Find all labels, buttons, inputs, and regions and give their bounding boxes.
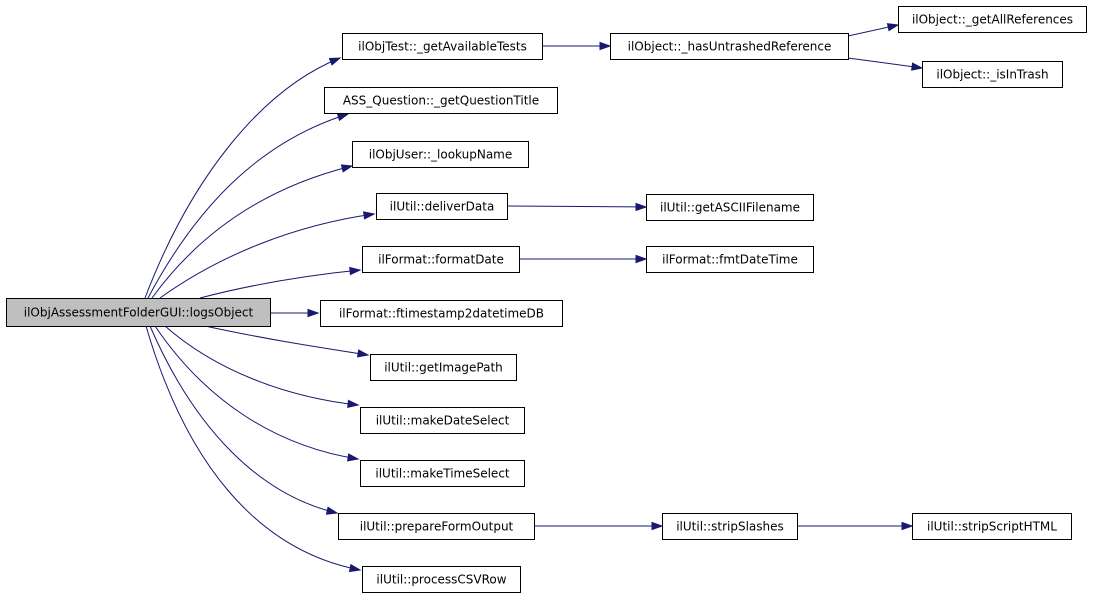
arrowhead-getImagePath (356, 349, 370, 358)
arrowhead-deliverData (363, 211, 376, 220)
node-box[interactable] (912, 513, 1072, 540)
node-box[interactable] (352, 141, 529, 168)
node-makeDateSelect[interactable]: ilUtil::makeDateSelect (360, 407, 525, 434)
arrowhead-getQuestionTitle (336, 113, 350, 122)
node-getASCIIFilename[interactable]: ilUtil::getASCIIFilename (646, 194, 814, 221)
edge-root-to-processCSVRow (145, 325, 361, 571)
arrowhead-formatDate (349, 266, 362, 276)
node-stripScriptHTML[interactable]: ilUtil::stripScriptHTML (912, 513, 1072, 540)
node-formatDate[interactable]: ilFormat::formatDate (362, 246, 520, 273)
node-isInTrash[interactable]: ilObject::_isInTrash (922, 61, 1063, 88)
node-getAllReferences[interactable]: ilObject::_getAllReferences (898, 6, 1087, 33)
node-label: ilUtil::stripSlashes (676, 520, 784, 534)
node-box[interactable] (610, 33, 849, 60)
node-label: ilUtil::getASCIIFilename (660, 201, 800, 215)
arrowhead-isInTrash (911, 62, 924, 71)
node-box[interactable] (360, 460, 525, 487)
node-box[interactable] (342, 33, 543, 60)
node-getImagePath[interactable]: ilUtil::getImagePath (370, 354, 517, 381)
node-label: ASS_Question::_getQuestionTitle (343, 94, 539, 108)
call-graph-nodes: ilObjAssessmentFolderGUI::logsObject ilOb… (6, 6, 1087, 593)
arrowhead-getAvailableTests (328, 57, 342, 66)
edge-root-to-getQuestionTitle (147, 113, 349, 299)
node-box[interactable] (922, 61, 1063, 88)
edge-root-to-makeDateSelect (164, 325, 359, 406)
node-box[interactable] (370, 354, 517, 381)
node-box[interactable] (376, 193, 508, 220)
arrowhead-getAllReferences (886, 23, 900, 32)
node-fmtDateTime[interactable]: ilFormat::fmtDateTime (646, 246, 814, 273)
edge-root-to-formatDate (199, 269, 361, 299)
arrowhead-processCSVRow (348, 563, 362, 573)
node-deliverData[interactable]: ilUtil::deliverData (376, 193, 508, 220)
arrowhead-stripScriptHTML (901, 521, 914, 531)
arrowhead-stripSlashes (651, 521, 664, 531)
call-graph-edges (144, 23, 924, 573)
node-box[interactable] (338, 513, 535, 540)
node-lookupName[interactable]: ilObjUser::_lookupName (352, 141, 529, 168)
node-label: ilFormat::fmtDateTime (662, 253, 798, 267)
node-processCSVRow[interactable]: ilUtil::processCSVRow (362, 566, 521, 593)
node-box[interactable] (898, 6, 1087, 33)
node-getAvailableTests[interactable]: ilObjTest::_getAvailableTests (342, 33, 543, 60)
node-makeTimeSelect[interactable]: ilUtil::makeTimeSelect (360, 460, 525, 487)
node-box[interactable] (662, 513, 798, 540)
node-label: ilObjUser::_lookupName (369, 148, 513, 162)
arrowhead-getASCIIFilename (635, 202, 648, 212)
arrowhead-ftimestamp (307, 308, 320, 318)
edge-root-to-getAvailableTests (144, 57, 341, 299)
arrowhead-makeDateSelect (347, 399, 360, 409)
node-label: ilObject::_hasUntrashedReference (628, 40, 832, 54)
edge-root-to-lookupName (151, 165, 353, 299)
node-ftimestamp[interactable]: ilFormat::ftimestamp2datetimeDB (320, 300, 563, 327)
arrowhead-fmtDateTime (635, 254, 648, 264)
node-stripSlashes[interactable]: ilUtil::stripSlashes (662, 513, 798, 540)
node-label: ilUtil::processCSVRow (376, 573, 506, 587)
node-prepareFormOutput[interactable]: ilUtil::prepareFormOutput (338, 513, 535, 540)
node-label: ilUtil::stripScriptHTML (927, 520, 1057, 534)
node-hasUntrashedReference[interactable]: ilObject::_hasUntrashedReference (610, 33, 849, 60)
edge-root-to-getImagePath (204, 325, 369, 356)
node-label: ilObject::_getAllReferences (912, 13, 1073, 27)
node-box[interactable] (362, 566, 521, 593)
arrowhead-hasUntrashedReference (599, 41, 612, 51)
node-label: ilUtil::getImagePath (384, 361, 503, 375)
node-label: ilUtil::makeTimeSelect (375, 467, 510, 481)
node-box[interactable] (362, 246, 520, 273)
node-box[interactable] (646, 246, 814, 273)
edge-deliverData-to-getASCIIFilename (506, 205, 647, 208)
node-label: ilFormat::ftimestamp2datetimeDB (339, 307, 544, 321)
node-box[interactable] (360, 407, 525, 434)
node-box[interactable] (320, 300, 563, 327)
node-label: ilUtil::deliverData (390, 200, 495, 214)
arrowhead-prepareFormOutput (325, 506, 339, 515)
node-label: ilObjTest::_getAvailableTests (358, 40, 527, 54)
edge-hasUntrashedReference-to-isInTrash (847, 57, 923, 69)
node-box[interactable] (324, 87, 558, 114)
node-label: ilUtil::prepareFormOutput (360, 520, 514, 534)
node-box[interactable] (6, 298, 271, 327)
edge-root-to-prepareFormOutput (149, 325, 338, 514)
node-box[interactable] (646, 194, 814, 221)
arrowhead-makeTimeSelect (346, 453, 360, 462)
node-root[interactable]: ilObjAssessmentFolderGUI::logsObject (6, 298, 271, 327)
edge-root-to-deliverData (159, 213, 375, 299)
node-label: ilUtil::makeDateSelect (376, 414, 510, 428)
arrowhead-lookupName (340, 164, 354, 173)
node-getQuestionTitle[interactable]: ASS_Question::_getQuestionTitle (324, 87, 558, 114)
node-label: ilFormat::formatDate (378, 253, 504, 267)
node-label: ilObject::_isInTrash (936, 68, 1048, 82)
node-label: ilObjAssessmentFolderGUI::logsObject (24, 306, 254, 320)
edge-root-to-makeTimeSelect (154, 325, 359, 460)
